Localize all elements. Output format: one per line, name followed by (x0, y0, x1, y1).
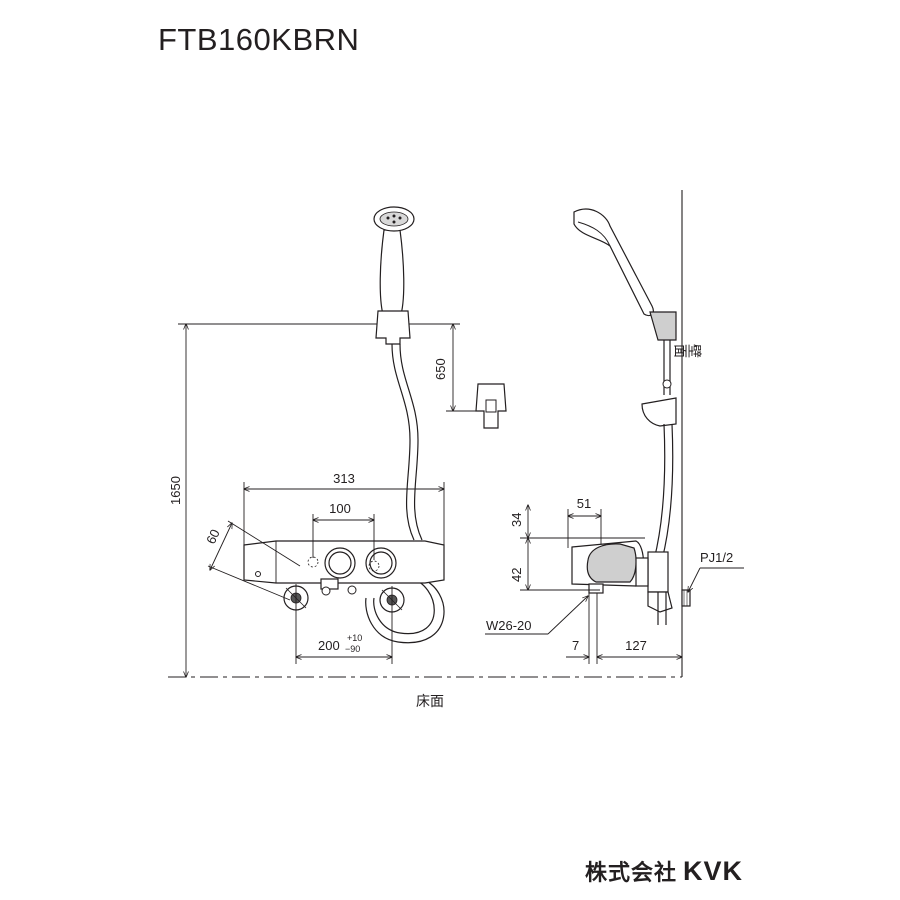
dim-650: 650 (433, 358, 448, 380)
dim-1650: 1650 (168, 476, 183, 505)
dim-200-tol-minus: −90 (345, 644, 360, 654)
svg-text:壁面: 壁面 (674, 343, 702, 359)
handle-side (586, 543, 637, 583)
wall-label: 壁面 (674, 343, 702, 359)
kvk-logo: KVK (683, 855, 744, 886)
model-title: FTB160KBRN (158, 22, 360, 57)
slide-holder (375, 310, 411, 345)
wall-connector (647, 551, 669, 593)
dim-51: 51 (577, 496, 591, 511)
dim-127: 127 (625, 638, 647, 653)
dim-313: 313 (333, 471, 355, 486)
floor-label: 床面 (416, 693, 444, 709)
dim-100: 100 (329, 501, 351, 516)
dim-200: 200 (318, 638, 340, 653)
side-view: 51 34 42 W26-20 7 127 PJ1/2 (485, 208, 744, 664)
hook-side (641, 397, 677, 427)
slide-bracket (649, 311, 677, 341)
front-view: 1650 650 (168, 206, 507, 677)
dim-7: 7 (572, 638, 579, 653)
company-name: 株式会社 (585, 861, 678, 886)
pj-label: PJ1/2 (700, 550, 733, 565)
shower-handle-front (379, 229, 405, 319)
dim-34: 34 (509, 513, 524, 527)
w26-label: W26-20 (486, 618, 532, 633)
dim-60: 60 (203, 527, 223, 546)
dim-200-tol-plus: +10 (347, 633, 362, 643)
pj-nipple (681, 589, 691, 607)
brand-mark: 株式会社 KVK (585, 853, 743, 889)
dim-42: 42 (509, 568, 524, 582)
